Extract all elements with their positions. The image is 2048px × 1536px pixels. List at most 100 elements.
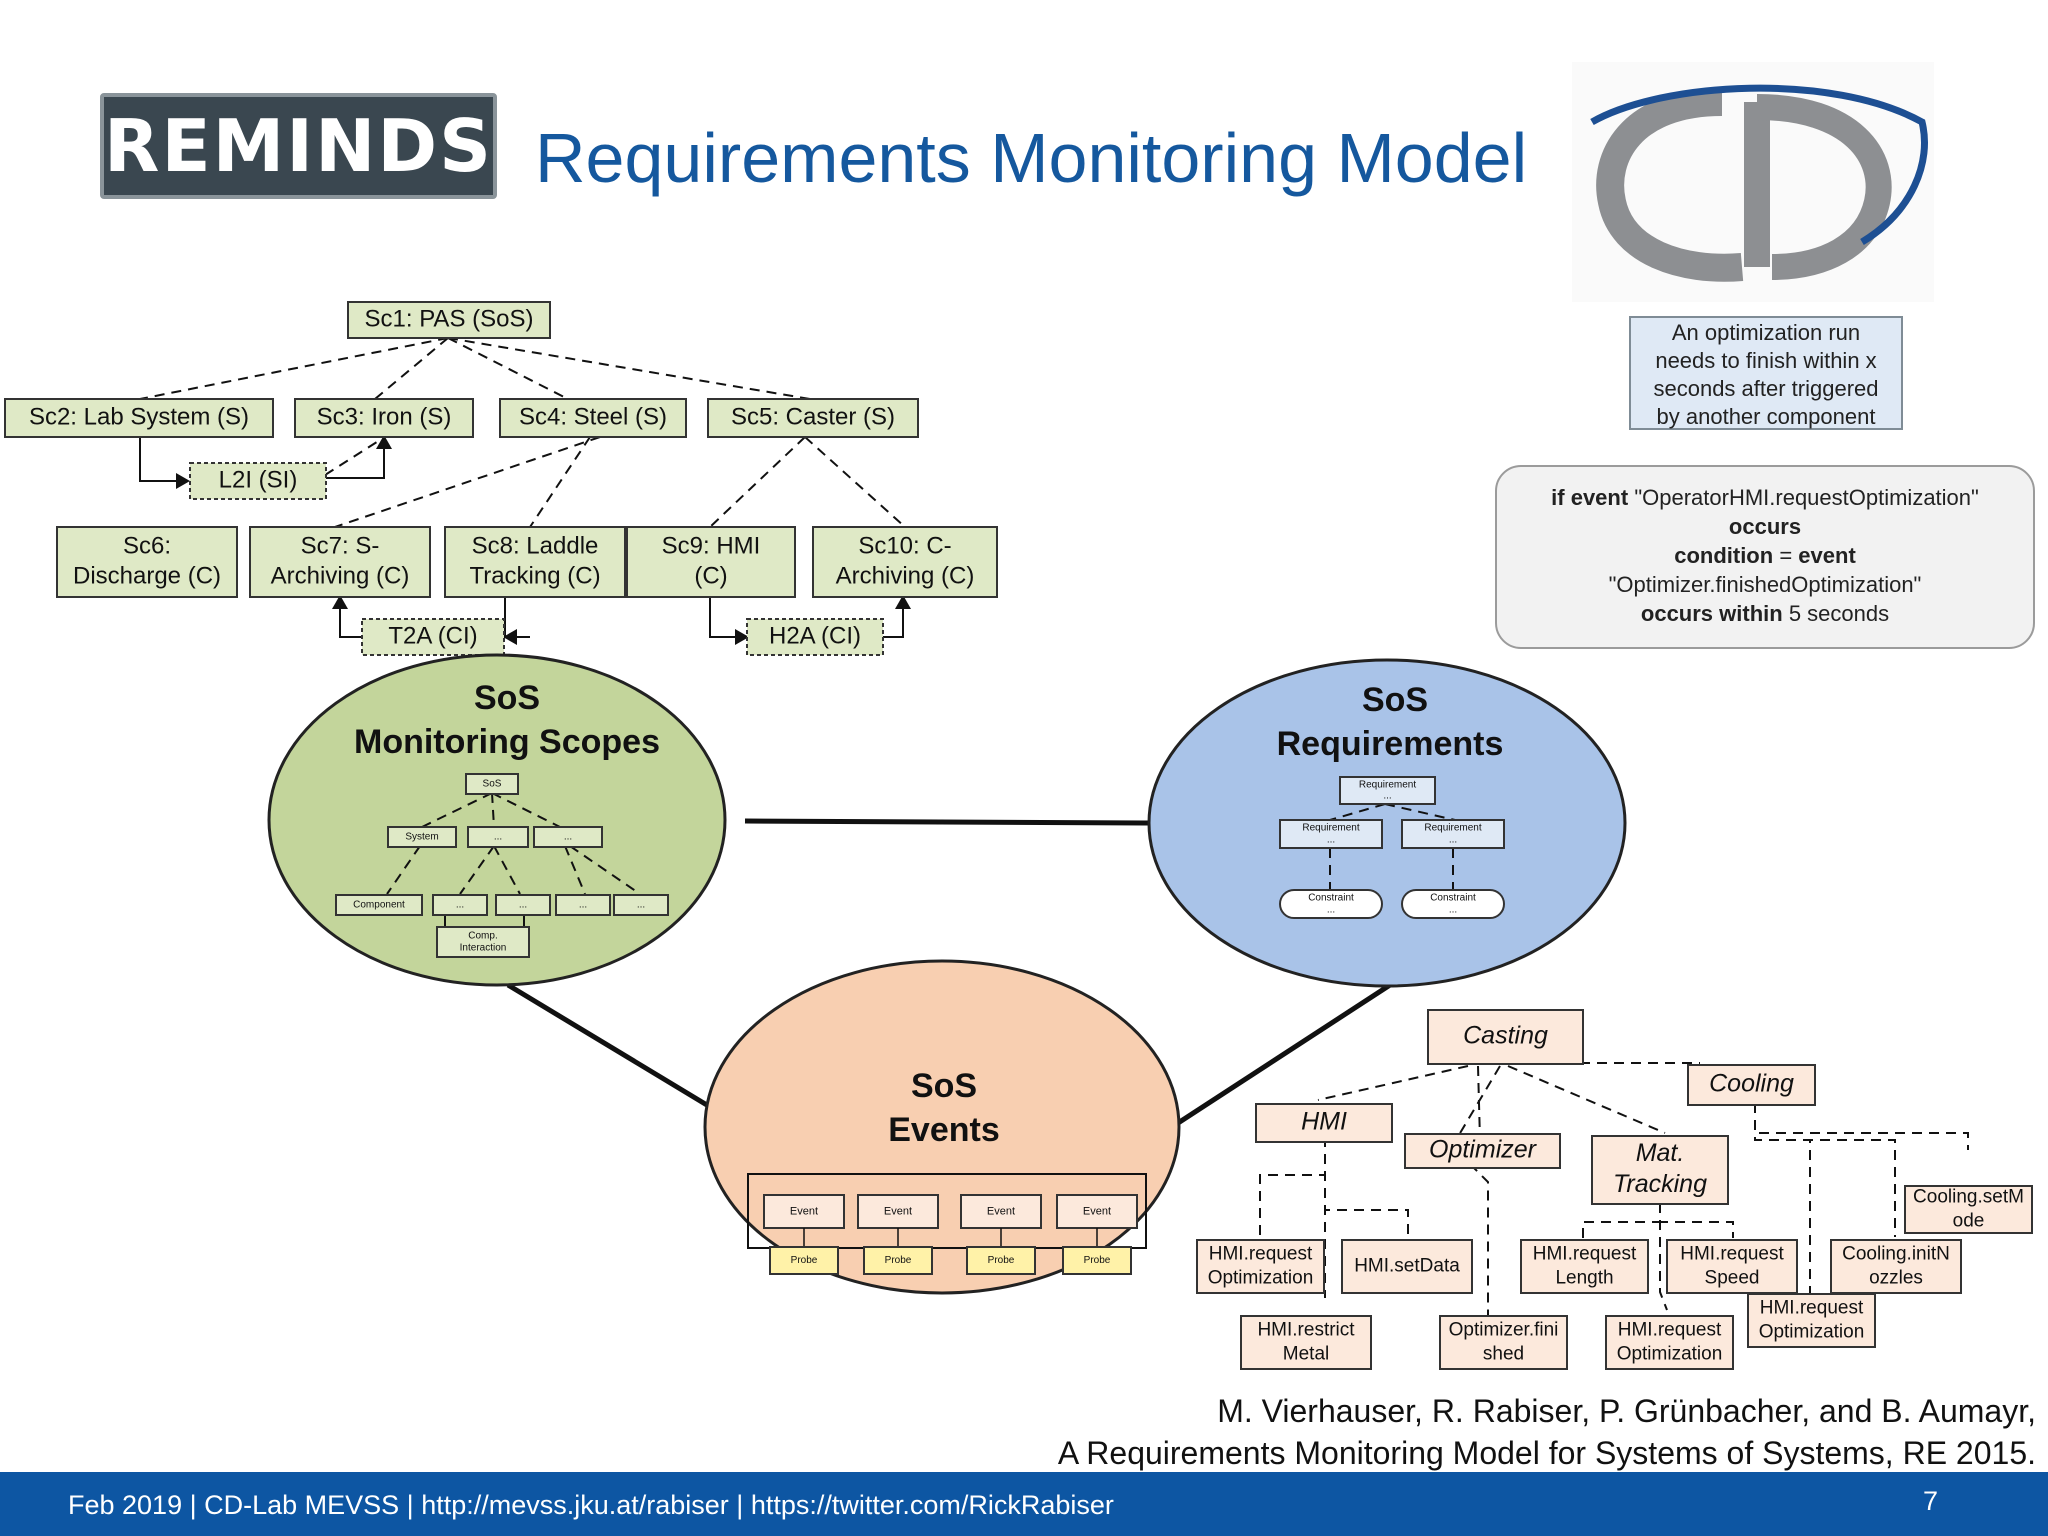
connector [139,437,188,482]
scope-system-interaction-text: L2I (SI) [219,466,298,493]
requirement-example-box: An optimization run needs to finish with… [1629,316,1903,430]
mini-constraint-text: ... [1327,905,1335,916]
arrow-head [735,629,749,645]
mini-scope-component-text: ... [637,900,645,911]
dashed-link [1507,1065,1666,1134]
connector [325,437,385,479]
ellipse-title: SoS [1362,681,1428,719]
mini-scope-component [335,894,423,916]
ellipse-title: SoS [474,679,540,717]
event-type-text: Optimizer.fini [1449,1320,1559,1341]
mini-scope-sos-text: SoS [483,779,502,790]
requirement-line: by another component [1656,404,1876,429]
mini-event-text: Event [1083,1205,1111,1217]
requirements-ellipse [1147,658,1627,988]
event-type-text: Optimization [1208,1268,1314,1289]
ellipse-connection [506,982,747,1131]
mini-probe-text: Probe [791,1255,818,1266]
mini-requirement-text: Requirement [1424,823,1481,834]
arrow-head [895,595,911,609]
connector [339,597,362,638]
mini-scope-interaction-text: Comp. [468,931,497,942]
scope-system [294,398,474,438]
event-type-text: shed [1483,1344,1524,1365]
connector [1324,1137,1409,1238]
mini-event-text: Event [790,1205,818,1217]
footer-bar: Feb 2019 | CD-Lab MEVSS | http://mevss.j… [0,1472,2048,1536]
page-title: Requirements Monitoring Model [535,119,1528,197]
scope-component-text: Sc6: [123,532,171,559]
rule-keyword: event [1798,543,1856,568]
mini-scope-interaction-text: Interaction [460,943,507,954]
scope-component-text: Sc8: Laddle [472,532,599,559]
scope-component-text: Archiving (C) [836,562,975,589]
mini-scope-component [495,894,551,916]
event-type [1240,1315,1372,1370]
mini-requirement [1339,776,1436,805]
event-type-text: HMI.request [1680,1244,1784,1265]
dashed-link [804,436,906,528]
scope-component [444,526,626,598]
mini-probe [769,1246,839,1275]
event-type [1341,1239,1473,1294]
dashed-link [374,337,449,400]
scope-system [707,398,919,438]
rule-value: "Optimizer.finishedOptimization" [1608,572,1922,597]
mini-scope-system [533,826,603,848]
dashed-link [459,845,495,895]
dashed-link [139,337,449,400]
event-group-text: HMI [1301,1108,1347,1136]
mini-requirement-text: ... [1449,835,1457,846]
mini-requirement [1279,819,1383,849]
scope-component [812,526,998,598]
dashed-link [491,792,561,828]
rule-value: "OperatorHMI.requestOptimization" [1634,485,1979,510]
event-type-text: Optimization [1759,1322,1865,1343]
arrow-head [503,629,517,645]
dashed-link [529,436,591,528]
mini-scope-sos [465,773,519,795]
rule-keyword: occurs [1728,514,1802,539]
event-group-root [1427,1009,1584,1065]
dashed-link [386,845,421,895]
reminds-logo: REMINDS [100,93,497,199]
dashed-link [447,337,811,400]
arrow-head [332,595,348,609]
scope-system-text: Sc3: Iron (S) [317,403,452,430]
citation: M. Vierhauser, R. Rabiser, P. Grünbacher… [1058,1390,2036,1474]
scope-component [249,526,431,598]
mini-events-frame [747,1173,1147,1249]
connector [1582,1203,1661,1238]
mini-event-text: Event [884,1205,912,1217]
event-type-text: ode [1953,1211,1985,1232]
event-type-text: Speed [1705,1268,1760,1289]
event-type-text: HMI.setData [1354,1256,1460,1277]
constraint-rule-box: if event "OperatorHMI.requestOptimizatio… [1495,465,2035,649]
scope-root-sos [347,301,551,339]
arrow-head [176,473,190,489]
scope-component-text: Tracking (C) [469,562,600,589]
connector [880,597,904,638]
dashed-link [493,845,521,895]
scope-component-interaction-text: H2A (CI) [769,622,861,649]
connector [1659,1203,1668,1311]
dashed-link [491,792,495,828]
event-group-text: Cooling [1709,1070,1794,1098]
event-group-text: Tracking [1613,1170,1707,1198]
event-type [1196,1239,1325,1294]
event-type [1666,1239,1798,1294]
mini-scope-component [555,894,611,916]
mini-probe-text: Probe [885,1255,912,1266]
ellipse-connection [744,818,1156,826]
scope-component-text: Sc7: S- [301,532,380,559]
scope-component-text: Discharge (C) [73,562,221,589]
dashed-link [564,845,586,895]
event-group [1404,1133,1561,1169]
event-group [1687,1064,1816,1106]
footer-text: Feb 2019 | CD-Lab MEVSS | http://mevss.j… [68,1490,1114,1520]
cd-lab-logo [1572,62,1934,302]
connector [1754,1103,1896,1237]
event-type [1520,1239,1649,1294]
mini-requirement-text: ... [1383,791,1391,802]
scope-system-text: Sc5: Caster (S) [731,403,895,430]
